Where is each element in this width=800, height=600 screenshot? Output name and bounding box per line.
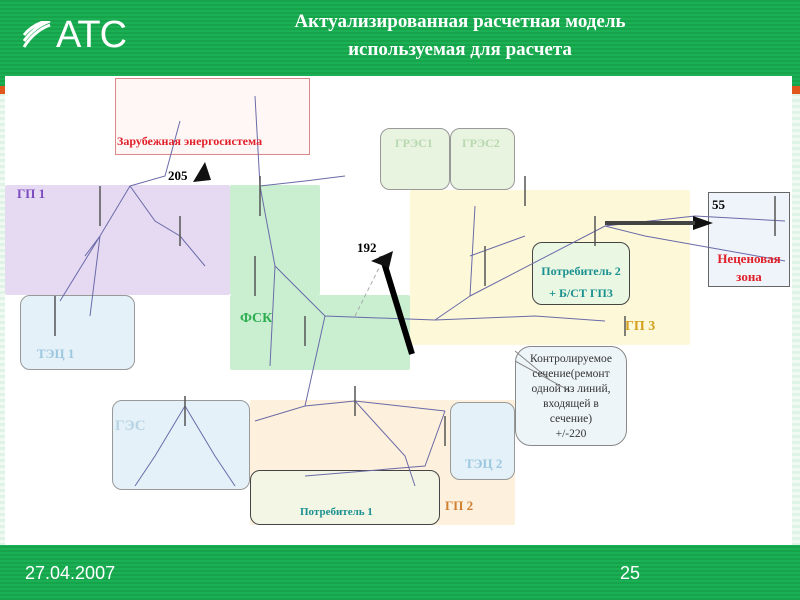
nonprice-line-2: зона (736, 269, 762, 284)
ges-label: ГЭС (115, 418, 146, 434)
callout-line: одной из линий, (531, 383, 611, 395)
foreign-grid-box (115, 78, 310, 155)
page-number: 25 (620, 563, 641, 583)
title-line-1: Актуализированная расчетная модель (294, 11, 626, 32)
gres2-label: ГРЭС2 (462, 136, 500, 150)
title-line-2: используемая для расчета (348, 39, 572, 60)
foreign-grid-label: Зарубежная энергосистема (117, 134, 263, 148)
tec1-box (20, 295, 135, 370)
diagram-area: Зарубежная энергосистема ГП 1 ТЭЦ 1 ФСК … (5, 76, 792, 546)
flow-arrow-192 (371, 251, 393, 268)
gres2-box (450, 128, 515, 190)
callout-line: сечение) (549, 413, 593, 425)
consumer2-box (532, 242, 630, 305)
consumer2-line-2: + Б/СТ ГП3 (549, 286, 613, 300)
flow-value-192: 192 (357, 240, 377, 255)
consumer1-box (250, 470, 440, 525)
flow-arrow-55 (693, 216, 713, 230)
fsk-zone-bottom (230, 295, 410, 370)
tec2-label: ТЭЦ 2 (465, 456, 503, 471)
ges-box (112, 400, 250, 490)
flow-value-55: 55 (712, 197, 725, 212)
flow-value-205: 205 (168, 168, 188, 183)
consumer2-line-1: Потребитель 2 (541, 264, 621, 278)
nonprice-line-1: Неценовая (717, 251, 781, 266)
callout-text: Контролируемое сечение(ремонт одной из л… (515, 352, 627, 442)
section-arrow-192 (379, 255, 415, 355)
gp1-zone (5, 185, 230, 295)
network-lines (54, 95, 786, 487)
callout-line: сечение(ремонт (532, 368, 610, 380)
fsk-label: ФСК (240, 311, 273, 326)
page-title: Актуализированная расчетная модель испол… (240, 8, 680, 64)
gp1-label: ГП 1 (17, 186, 46, 201)
gp3-label: ГП 3 (625, 319, 656, 334)
consumer2-label: Потребитель 2 + Б/СТ ГП3 (532, 260, 630, 304)
tec1-label: ТЭЦ 1 (37, 346, 75, 361)
tec2-box (450, 402, 515, 480)
logo-text: АТС (56, 14, 127, 56)
header-bar (0, 0, 800, 86)
gres1-label: ГРЭС1 (395, 136, 433, 150)
flow-arrow-205 (193, 162, 211, 182)
callout-line: +/-220 (555, 428, 587, 440)
gres1-box (380, 128, 450, 190)
nonprice-zone-box (708, 192, 790, 287)
callout-box (515, 346, 627, 446)
gp2-label: ГП 2 (445, 498, 474, 513)
footer-bar (0, 545, 800, 600)
callout-line: входящей в (543, 398, 599, 410)
slide-date: 27.04.2007 (25, 563, 116, 583)
callout-line: Контролируемое (530, 353, 612, 365)
atc-logo: АТС (22, 14, 127, 57)
fsk-zone-top (230, 185, 320, 295)
consumer1-label: Потребитель 1 (300, 506, 373, 518)
nonprice-zone-label: Неценовая зона (708, 250, 790, 286)
logo-wave-icon (22, 20, 51, 48)
